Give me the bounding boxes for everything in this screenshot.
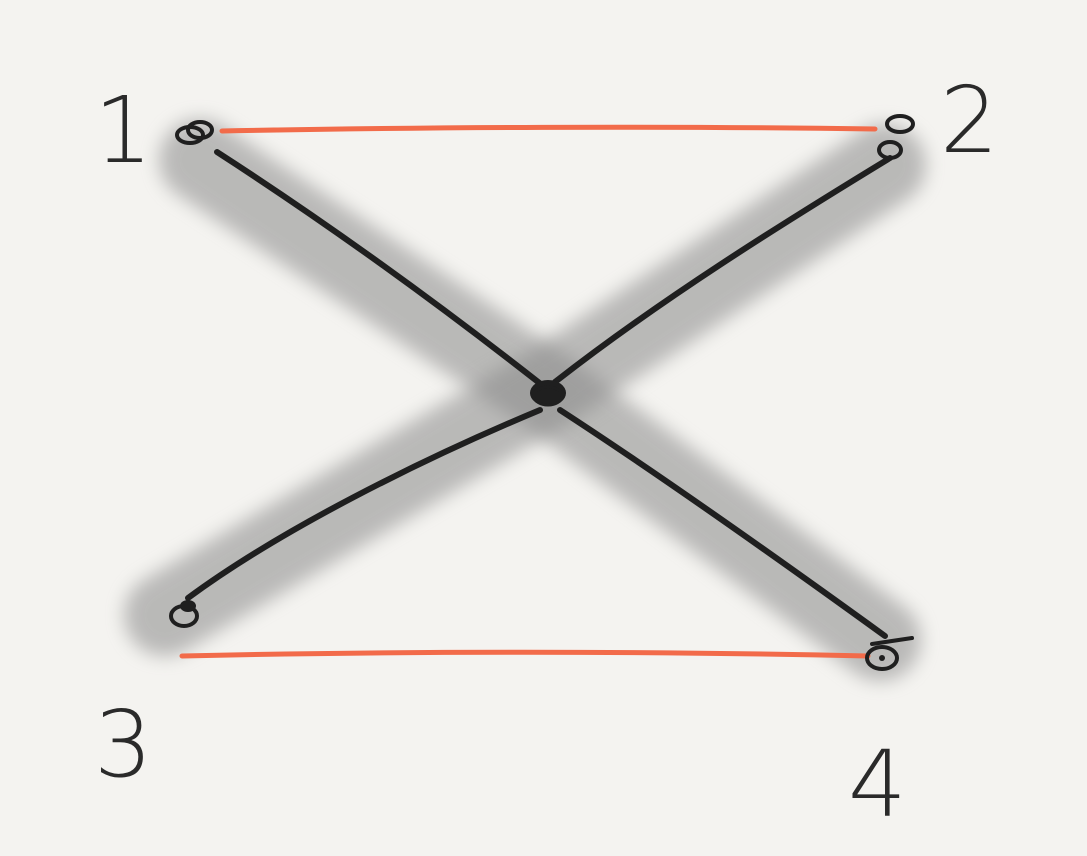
edge-1-4 xyxy=(214,149,888,639)
node-2-label: 2 xyxy=(940,67,999,174)
center-junction xyxy=(530,380,566,407)
edge-2-3 xyxy=(185,155,893,601)
node-4-label: 4 xyxy=(848,731,907,838)
edge-1-2 xyxy=(219,124,878,134)
node-2-marker xyxy=(877,114,915,160)
node-1-marker xyxy=(175,120,214,145)
node-3-label: 3 xyxy=(94,691,153,798)
node-3-marker xyxy=(169,600,199,628)
node-4-marker xyxy=(865,636,914,671)
edge-3-4 xyxy=(179,649,871,659)
node-1-label: 1 xyxy=(94,77,153,184)
